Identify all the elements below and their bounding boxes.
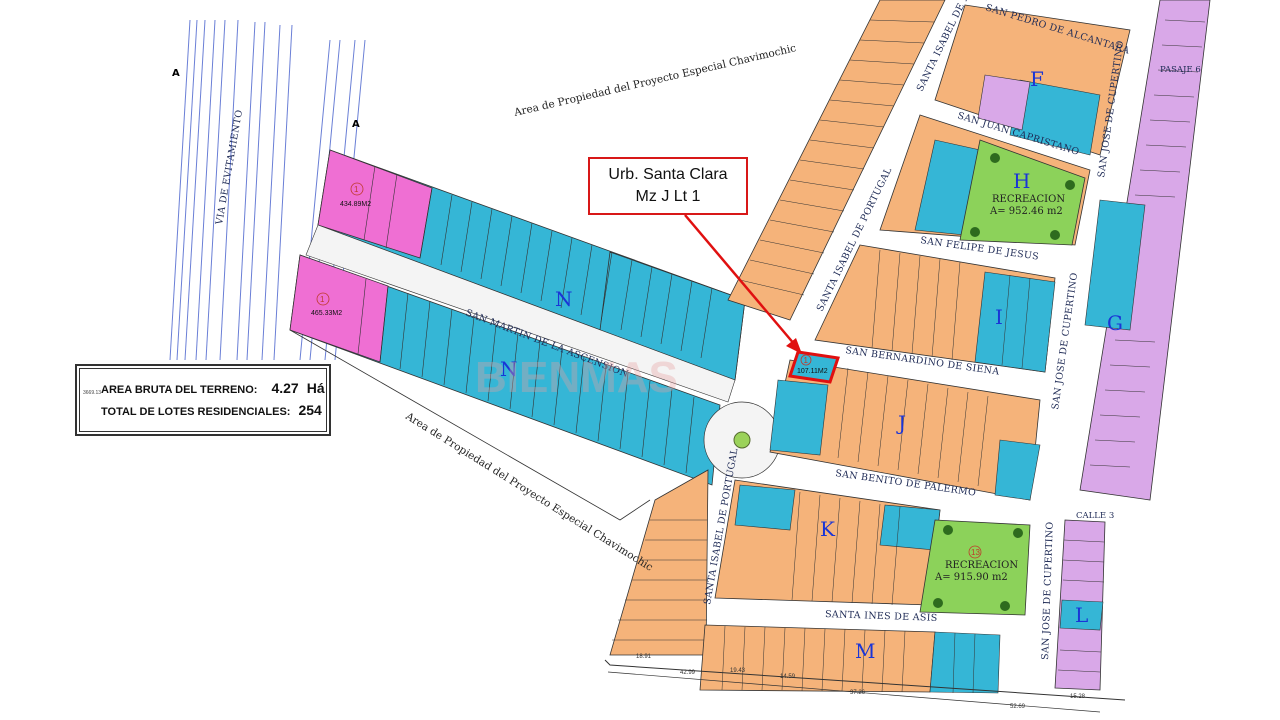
block-m-lots xyxy=(699,624,936,693)
block-k-lot-lines xyxy=(791,491,901,606)
block-letter-j: J xyxy=(896,411,906,435)
recreation-k-area: A= 915.90 m2 xyxy=(934,572,1008,583)
lower-arm xyxy=(289,254,721,486)
block-letter-h: H xyxy=(1013,169,1030,193)
total-lots-row: TOTAL DE LOTES RESIDENCIALES: 254 xyxy=(101,402,322,420)
big-lot-2-circle xyxy=(316,292,330,306)
block-m-lot-lines xyxy=(721,625,976,694)
block-sw-lot-lines xyxy=(612,519,707,641)
block-l-blue-lots xyxy=(1059,599,1104,631)
block-k-blue-lots xyxy=(734,484,796,531)
dim-label-6: 52.69 xyxy=(1010,704,1026,710)
recreation-k-label: RECREACION xyxy=(945,560,1018,571)
block-letter-f: F xyxy=(1030,67,1044,91)
block-letter-l: L xyxy=(1075,603,1088,627)
block-l-lot-lines xyxy=(1057,539,1105,673)
recreation-k-lot-circle xyxy=(968,545,982,559)
dim-label-7: 15.28 xyxy=(1070,694,1086,700)
total-lots-value: 254 xyxy=(298,402,322,418)
big-lot-1-circle xyxy=(350,182,364,196)
street-santa-ines: SANTA INES DE ASIS xyxy=(825,609,938,624)
park-h-tree-icons xyxy=(970,153,1075,240)
big-lot-1-area: 434.89M2 xyxy=(340,201,371,208)
block-ne-strip-lines xyxy=(739,19,935,296)
block-letter-i: I xyxy=(995,305,1003,329)
block-letter-k: K xyxy=(820,517,836,541)
callout-line-1: Urb. Santa Clara xyxy=(608,166,728,183)
bottom-boundary xyxy=(604,659,1126,701)
street-pasaje: PASAJE 6 xyxy=(1160,65,1201,75)
gross-area-row: AREA BRUTA DEL TERRENO: 4.27 Há xyxy=(101,380,325,398)
dim-label-4: 14.59 xyxy=(780,674,796,680)
block-letter-n-upper: N xyxy=(555,287,573,311)
block-f-lilac-lots xyxy=(977,74,1031,131)
block-m-blue-lots xyxy=(929,631,1001,694)
recreation-h-area: A= 952.46 m2 xyxy=(989,206,1063,217)
callout-arrow-line xyxy=(684,214,796,346)
highlighted-lot-j1 xyxy=(788,350,840,384)
block-i-lot-lines xyxy=(871,249,1031,369)
roundabout-center-icon xyxy=(733,431,751,449)
block-j-right-blue xyxy=(994,439,1041,501)
block-i-blue-lots xyxy=(974,271,1056,373)
gross-area-unit: Há xyxy=(306,380,325,396)
dim-label-1: 18.91 xyxy=(636,654,652,660)
total-lots-label: TOTAL DE LOTES RESIDENCIALES: xyxy=(101,406,291,418)
block-j-blue-lots xyxy=(769,379,829,456)
recreation-park-k xyxy=(919,519,1031,616)
block-sw-lots xyxy=(609,469,709,656)
block-g-lot-lines xyxy=(1089,19,1206,468)
big-lot-1-number: 1 xyxy=(354,185,359,194)
gross-area-label: AREA BRUTA DEL TERRENO: xyxy=(101,384,258,396)
dim-label-2: 42.99 xyxy=(680,670,696,676)
block-letter-g: G xyxy=(1107,311,1123,335)
lower-arm-outline xyxy=(289,329,651,521)
dim-label-3: 19.43 xyxy=(730,668,746,674)
block-ne-strip xyxy=(727,0,946,321)
recreation-k-lot-number: 13 xyxy=(971,548,980,557)
ownership-note-top: Area de Propiedad del Proyecto Especial … xyxy=(512,42,797,119)
block-j-lot-lines xyxy=(837,367,989,487)
callout-arrow-head xyxy=(786,338,802,354)
callout-line-2: Mz J Lt 1 xyxy=(635,188,701,205)
gross-area-value: 4.27 xyxy=(271,380,299,396)
street-san-jose-lower: SAN JOSE DE CUPERTINO xyxy=(1040,521,1056,660)
street-calle-3: CALLE 3 xyxy=(1076,511,1114,521)
location-callout: Urb. Santa Clara Mz J Lt 1 xyxy=(588,157,748,215)
highlight-lot-number-circle xyxy=(800,354,812,366)
recreation-h-label: RECREACION xyxy=(992,194,1065,205)
block-letter-m: M xyxy=(855,639,875,663)
lower-arm-lot-lines xyxy=(357,278,695,474)
upper-arm-lot-lines xyxy=(363,165,713,359)
highlight-lot-area: 107.11M2 xyxy=(797,368,828,375)
block-letter-n-lower: N xyxy=(500,357,518,381)
block-g-blue-lots xyxy=(1084,199,1146,331)
road-san-martin xyxy=(305,224,736,403)
section-mark-a1: A xyxy=(172,68,180,79)
bottom-dimension-line xyxy=(607,671,1101,713)
summary-tiny-note: 3669.13 xyxy=(83,390,102,396)
highlight-lot-number: 1 xyxy=(804,356,809,365)
street-san-jose-mid: SAN JOSE DE CUPERTINO xyxy=(1050,272,1080,411)
summary-box: 3669.13 AREA BRUTA DEL TERRENO: 4.27 Há TO… xyxy=(75,364,331,436)
big-lot-2-number: 1 xyxy=(320,295,325,304)
dim-label-5: 37.26 xyxy=(850,690,866,696)
section-mark-a2: A xyxy=(352,119,360,130)
park-k-tree-icons xyxy=(933,525,1023,611)
big-lot-2-area: 465.33M2 xyxy=(311,310,342,317)
recreation-park-h xyxy=(959,139,1086,246)
watermark: BIENMAS xyxy=(475,353,678,402)
